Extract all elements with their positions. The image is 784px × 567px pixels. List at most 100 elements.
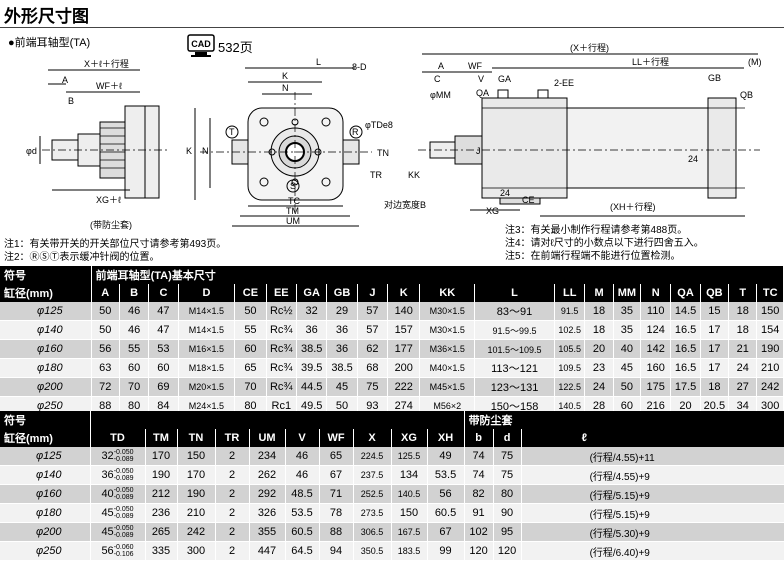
cell: 2 [215,503,250,523]
cad-icon[interactable]: CAD [187,34,215,63]
cell: 210 [177,503,216,523]
bore-cell: φ200 [0,377,92,397]
cell: 50 [91,302,120,321]
cell: 122.5 [554,377,586,397]
cell: 212 [145,484,178,504]
cell: 84 [148,396,179,416]
label-c: C [434,74,441,84]
t1-col-c: C [148,284,179,302]
cell: (行程/4.55)+9 [521,465,784,485]
cell: 2 [215,541,250,561]
cell: 91 [464,503,494,523]
cell: Rc¾ [266,320,297,340]
t1-col-qa: QA [670,284,701,302]
bore-cell: φ160 [0,339,92,359]
cell: 35 [613,302,642,321]
cad-page-link[interactable]: 532页 [218,40,253,55]
cell: 24 [584,377,614,397]
cell: 60 [148,358,179,378]
cell: M45×1.5 [419,377,476,397]
cell: 21 [728,339,758,359]
cell: 45 [613,358,642,378]
cell: 18 [584,320,614,340]
t1-col-mm: MM [613,284,642,302]
bore-cell: φ180 [0,503,91,523]
cell: 140.5 [391,484,428,504]
t1-col-ga: GA [296,284,328,302]
cell: 99 [427,541,465,561]
cell: 88 [319,522,354,542]
table1-section-title: 前端耳轴型(TA)基本尺寸 [91,266,784,284]
t2-col-d: d [493,429,522,447]
tol-upper: -0.050 [113,449,134,456]
cell: 18 [700,377,730,397]
note-5: 注5：在前端行程端不能进行位置检测。 [505,251,681,262]
t1-col-qb: QB [700,284,730,302]
cell: 65 [319,447,354,466]
cell: (行程/5.15)+9 [521,503,784,523]
td-tolerance: -0.050-0.089 [114,449,134,463]
label-tr: TR [370,170,382,180]
label-qa: QA [476,88,489,98]
t1-col-t: T [728,284,758,302]
bore-cell: φ160 [0,484,91,504]
cell: 2 [215,447,250,466]
cell: 75 [493,465,522,485]
bore-cell: φ250 [0,541,91,561]
td-nominal: 45 [101,506,114,519]
cell: 350.5 [353,541,392,561]
basic-dimensions-table: 符号 前端耳轴型(TA)基本尺寸 缸径(mm) A B C D CE EE GA… [0,266,784,416]
t1-col-l: L [474,284,556,302]
left-view-flange [124,105,146,199]
cell: 83～91 [474,302,556,321]
cell: Rc¾ [266,377,297,397]
table2-symbol-label: 符号 [0,411,91,429]
cell: 53.5 [427,465,465,485]
cell: 27 [728,377,758,397]
t2-col-xg: XG [391,429,428,447]
tol-upper: -0.050 [113,468,134,475]
tol-lower: -0.089 [113,456,134,463]
label-width-across-flats: 对边宽度B [384,199,426,210]
tol-upper: -0.050 [113,487,134,494]
table1-symbol-label: 符号 [0,266,92,284]
note-4: 注4：请对ℓ尺寸的小数点以下进行四舍五入。 [505,238,704,249]
cell: 447 [249,541,286,561]
t1-col-ee: EE [266,284,297,302]
cell: Rc¾ [266,339,297,359]
label-tc: TC [288,196,300,206]
table1-header-row: 缸径(mm) A B C D CE EE GA GB J K KK L LL M… [0,284,784,302]
cell: 234 [249,447,286,466]
cell: 80 [493,484,522,504]
tol-lower: -0.089 [113,513,134,520]
table1-bore-label: 缸径(mm) [0,284,92,302]
td-cell: 45-0.050-0.089 [90,522,146,542]
cell: 14.5 [670,302,701,321]
cell: (行程/5.30)+9 [521,522,784,542]
cell: 16.5 [670,358,701,378]
cell: 44.5 [296,377,328,397]
label-24-right: 24 [688,154,698,164]
label-phi-td: φTDe8 [365,120,393,130]
label-x-l-stroke: X＋ℓ＋行程 [84,58,129,69]
label-phi-d: φd [26,146,37,156]
label-a-right: A [438,61,444,71]
t2-col-tm: TM [145,429,178,447]
mount-type-subtitle: ●前端耳轴型(TA) [8,37,91,49]
cell: 71 [319,484,354,504]
cell: 16.5 [670,339,701,359]
cell: 39.5 [296,358,328,378]
cell: 57 [357,320,389,340]
cell: 36 [326,339,358,359]
cell: 56 [427,484,465,504]
t1-col-d: D [178,284,236,302]
t2-col-td: TD [90,429,146,447]
cell: 64.5 [285,541,320,561]
cell: 78 [319,503,354,523]
bore-cell: φ125 [0,302,92,321]
cell: 292 [249,484,286,504]
